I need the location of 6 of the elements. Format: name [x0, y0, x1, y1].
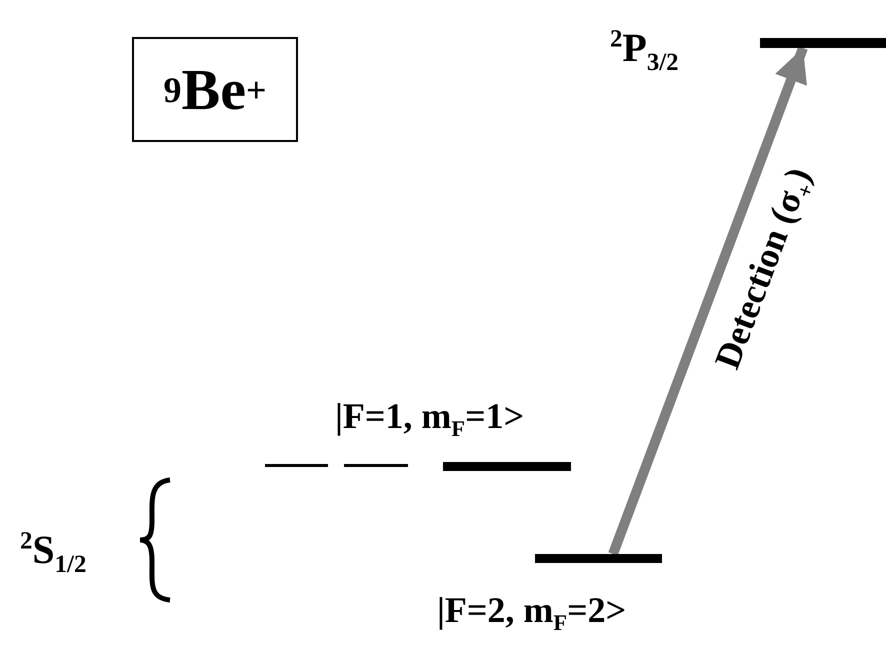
term-label: $^{2}$S$_{1/2}$ — [20, 530, 86, 570]
level-label: |F=1, m$_{F}$=1> — [335, 398, 524, 434]
species-box: $^{9}$Be$^{+}$ — [132, 37, 298, 142]
arrow — [608, 46, 808, 556]
level-label: |F=2, m$_{F}$=2> — [437, 592, 626, 628]
level-label: $^{2}$P$_{3/2}$ — [610, 28, 679, 68]
